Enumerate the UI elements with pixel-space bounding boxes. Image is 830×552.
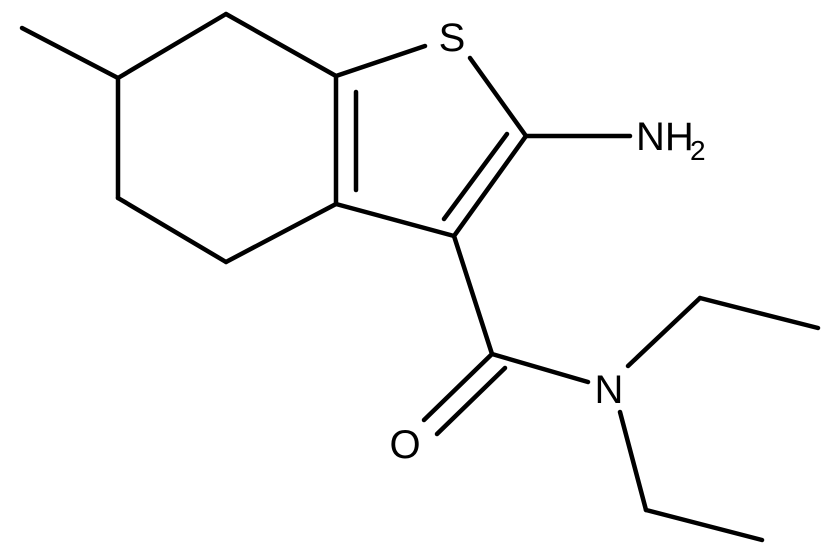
bond-carbonyl-o-a xyxy=(421,351,495,423)
bond-ethyl1-ch2-ch3 xyxy=(697,295,821,331)
bond-s-c2 xyxy=(467,55,529,139)
atom-amino-label: NH xyxy=(636,115,694,159)
atom-oxygen-label: O xyxy=(389,423,420,467)
bond-c2-c3 xyxy=(451,133,529,239)
bond-c3-carbonyl xyxy=(451,233,495,357)
bond-methyl-c6 xyxy=(19,25,121,81)
bond-n-ethyl2-ch2 xyxy=(617,409,649,513)
bond-n-ethyl1-ch2 xyxy=(625,295,703,369)
bond-c4-c3a xyxy=(223,201,339,265)
bond-ethyl2-ch2-ch3 xyxy=(643,507,765,543)
bond-c7a-s xyxy=(333,43,428,79)
bond-c7-c7a xyxy=(223,11,339,79)
bond-c6-c7 xyxy=(115,11,229,81)
atom-sulfur-label: S xyxy=(439,16,466,60)
bond-carbonyl-n xyxy=(489,351,591,385)
bond-c2-c3-inner xyxy=(441,131,510,222)
bond-carbonyl-o-b xyxy=(434,365,508,437)
bond-c3-c3a xyxy=(333,201,457,239)
atom-nitrogen-label: N xyxy=(595,368,624,412)
bond-c5-c4 xyxy=(115,195,229,265)
atom-amino-subscript: 2 xyxy=(690,135,706,166)
